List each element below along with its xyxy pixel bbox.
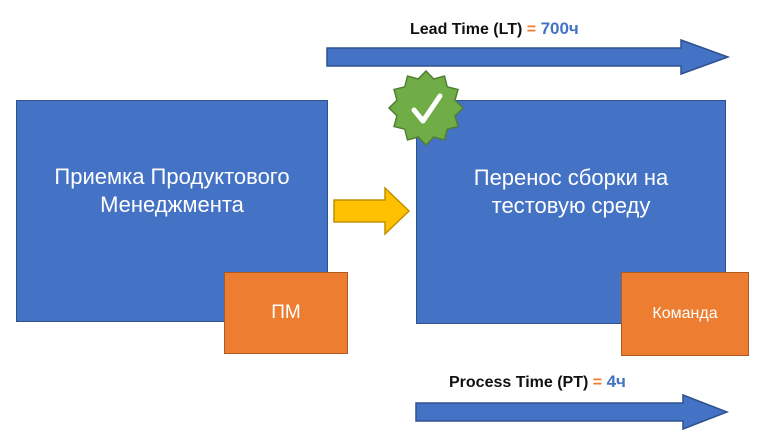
process-time-title: Process Time (PT): [449, 374, 589, 391]
lead-time-title: Lead Time (LT): [410, 21, 523, 38]
stage-1-owner-tag: ПМ: [224, 272, 348, 354]
stage-1-title-line1: Приемка Продуктового: [54, 164, 290, 189]
lead-time-value: 700ч: [540, 19, 579, 38]
stage-2-title-line2: тестовую среду: [491, 193, 651, 218]
lead-time-equals: =: [526, 21, 537, 38]
stage-1-title-line2: Менеджмента: [100, 192, 244, 217]
lead-time-label: Lead Time (LT) = 700ч: [410, 19, 579, 39]
process-time-value: 4ч: [606, 372, 626, 391]
stage-2-title-line1: Перенос сборки на: [473, 165, 669, 190]
process-time-equals: =: [592, 374, 603, 391]
stage-2-owner-label: Команда: [652, 305, 718, 322]
process-time-label: Process Time (PT) = 4ч: [449, 372, 626, 392]
stage-1-owner-label: ПМ: [271, 302, 301, 323]
stage-2-owner-tag: Команда: [621, 272, 749, 356]
